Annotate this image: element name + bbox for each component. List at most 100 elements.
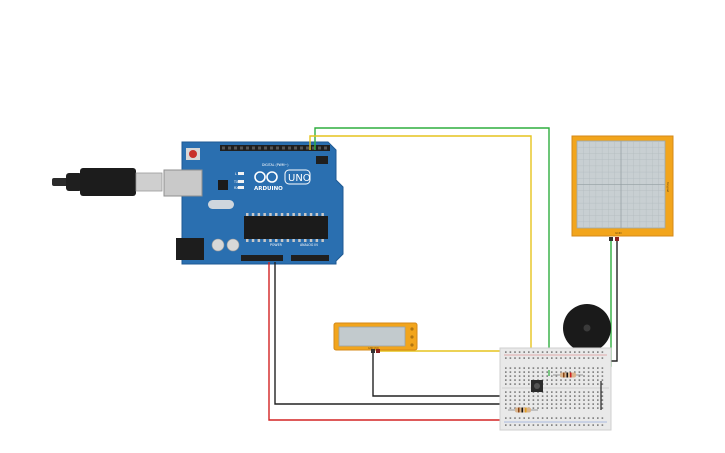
- breadboard-hole[interactable]: [523, 424, 525, 426]
- breadboard-hole[interactable]: [509, 424, 512, 426]
- breadboard-hole[interactable]: [597, 375, 599, 377]
- breadboard-hole[interactable]: [578, 367, 581, 369]
- breadboard-hole[interactable]: [523, 367, 525, 369]
- breadboard-hole[interactable]: [583, 375, 585, 377]
- breadboard-hole[interactable]: [578, 375, 581, 377]
- breadboard-hole[interactable]: [528, 357, 530, 359]
- breadboard-hole[interactable]: [574, 351, 576, 353]
- breadboard-hole[interactable]: [505, 399, 507, 401]
- breadboard-hole[interactable]: [587, 367, 590, 369]
- breadboard-hole[interactable]: [569, 424, 571, 426]
- breadboard-hole[interactable]: [560, 407, 562, 409]
- wire-black-lcd[interactable]: [372, 351, 508, 397]
- breadboard-hole[interactable]: [528, 417, 530, 419]
- breadboard-hole[interactable]: [597, 351, 599, 353]
- breadboard-hole[interactable]: [597, 399, 599, 401]
- breadboard-hole[interactable]: [574, 399, 576, 401]
- breadboard-hole[interactable]: [532, 375, 535, 377]
- breadboard-hole[interactable]: [551, 383, 553, 385]
- breadboard-hole[interactable]: [583, 407, 585, 409]
- breadboard-hole[interactable]: [569, 371, 571, 373]
- breadboard-hole[interactable]: [551, 403, 553, 405]
- header-hole[interactable]: [318, 146, 321, 150]
- breadboard-hole[interactable]: [583, 417, 585, 419]
- breadboard-hole[interactable]: [505, 371, 507, 373]
- breadboard-hole[interactable]: [551, 395, 553, 397]
- breadboard-hole[interactable]: [509, 371, 512, 373]
- breadboard-hole[interactable]: [578, 399, 581, 401]
- breadboard-hole[interactable]: [551, 367, 553, 369]
- breadboard-hole[interactable]: [555, 391, 558, 393]
- lcd-pin[interactable]: [371, 349, 375, 353]
- breadboard-hole[interactable]: [505, 357, 507, 359]
- reset-button[interactable]: [189, 150, 197, 158]
- breadboard-hole[interactable]: [541, 391, 544, 393]
- breadboard-hole[interactable]: [514, 391, 516, 393]
- breadboard-hole[interactable]: [518, 383, 521, 385]
- breadboard-hole[interactable]: [537, 417, 539, 419]
- breadboard-hole[interactable]: [583, 391, 585, 393]
- breadboard-hole[interactable]: [601, 375, 604, 377]
- push-button-cap[interactable]: [534, 383, 540, 389]
- breadboard-hole[interactable]: [537, 407, 539, 409]
- breadboard-hole[interactable]: [546, 399, 548, 401]
- breadboard-hole[interactable]: [546, 375, 548, 377]
- breadboard-hole[interactable]: [528, 379, 530, 381]
- breadboard-hole[interactable]: [532, 424, 535, 426]
- breadboard-hole[interactable]: [541, 399, 544, 401]
- breadboard-hole[interactable]: [532, 391, 535, 393]
- breadboard-hole[interactable]: [546, 379, 548, 381]
- breadboard-hole[interactable]: [587, 399, 590, 401]
- breadboard-hole[interactable]: [514, 395, 516, 397]
- breadboard-hole[interactable]: [514, 351, 516, 353]
- breadboard-hole[interactable]: [578, 403, 581, 405]
- breadboard-hole[interactable]: [601, 383, 604, 385]
- breadboard-hole[interactable]: [564, 407, 567, 409]
- breadboard-hole[interactable]: [537, 375, 539, 377]
- header-hole[interactable]: [324, 146, 327, 150]
- breadboard-hole[interactable]: [518, 391, 521, 393]
- breadboard-hole[interactable]: [578, 357, 581, 359]
- breadboard-hole[interactable]: [574, 424, 576, 426]
- breadboard-hole[interactable]: [592, 379, 594, 381]
- breadboard-hole[interactable]: [528, 383, 530, 385]
- breadboard-hole[interactable]: [505, 351, 507, 353]
- breadboard-hole[interactable]: [541, 351, 544, 353]
- breadboard-hole[interactable]: [569, 395, 571, 397]
- breadboard-hole[interactable]: [597, 417, 599, 419]
- breadboard-hole[interactable]: [551, 375, 553, 377]
- breadboard-hole[interactable]: [523, 375, 525, 377]
- breadboard-hole[interactable]: [578, 383, 581, 385]
- breadboard-hole[interactable]: [587, 371, 590, 373]
- breadboard-hole[interactable]: [587, 395, 590, 397]
- breadboard-hole[interactable]: [592, 367, 594, 369]
- breadboard-hole[interactable]: [560, 367, 562, 369]
- header-hole[interactable]: [258, 146, 261, 150]
- breadboard-hole[interactable]: [583, 367, 585, 369]
- breadboard-hole[interactable]: [523, 391, 525, 393]
- breadboard-hole[interactable]: [518, 417, 521, 419]
- breadboard-hole[interactable]: [546, 357, 548, 359]
- breadboard-hole[interactable]: [564, 351, 567, 353]
- breadboard-hole[interactable]: [583, 379, 585, 381]
- breadboard-hole[interactable]: [564, 371, 567, 373]
- breadboard-hole[interactable]: [505, 367, 507, 369]
- breadboard-hole[interactable]: [583, 403, 585, 405]
- breadboard-hole[interactable]: [505, 424, 507, 426]
- breadboard-hole[interactable]: [569, 357, 571, 359]
- breadboard-hole[interactable]: [528, 399, 530, 401]
- breadboard-hole[interactable]: [514, 399, 516, 401]
- breadboard-hole[interactable]: [514, 357, 516, 359]
- breadboard-hole[interactable]: [546, 407, 548, 409]
- breadboard-hole[interactable]: [574, 371, 576, 373]
- breadboard-hole[interactable]: [564, 395, 567, 397]
- breadboard-hole[interactable]: [523, 417, 525, 419]
- breadboard-hole[interactable]: [555, 351, 558, 353]
- breadboard-hole[interactable]: [523, 351, 525, 353]
- breadboard-hole[interactable]: [592, 375, 594, 377]
- breadboard-hole[interactable]: [583, 371, 585, 373]
- breadboard-hole[interactable]: [546, 371, 548, 373]
- breadboard-hole[interactable]: [569, 383, 571, 385]
- breadboard-hole[interactable]: [592, 383, 594, 385]
